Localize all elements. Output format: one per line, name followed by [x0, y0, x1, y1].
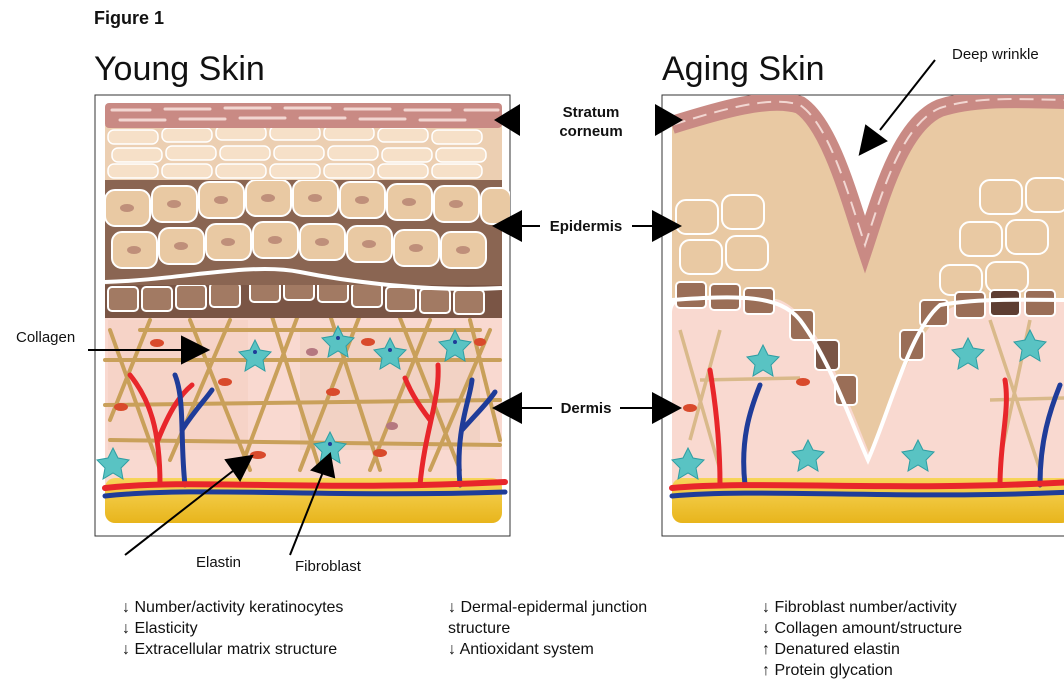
epidermis-label: Epidermis [538, 217, 634, 236]
notes-column-3: ↓ Fibroblast number/activity ↓ Collagen … [762, 597, 962, 681]
young-skin-panel [95, 95, 511, 536]
note-item: structure [448, 618, 647, 639]
note-item: ↓ Collagen amount/structure [762, 618, 962, 639]
deep-wrinkle-label: Deep wrinkle [952, 46, 1039, 63]
note-item: ↑ Denatured elastin [762, 639, 962, 660]
note-item: ↓ Antioxidant system [448, 639, 647, 660]
collagen-label: Collagen [16, 329, 75, 346]
fibroblast-label: Fibroblast [295, 558, 361, 575]
note-item: ↓ Dermal-epidermal junction [448, 597, 647, 618]
note-item: ↑ Protein glycation [762, 660, 962, 681]
elastin-label: Elastin [196, 554, 241, 571]
note-item: ↓ Elasticity [122, 618, 343, 639]
stratum-corneum-label: Stratum corneum [528, 103, 654, 141]
note-item: ↓ Number/activity keratinocytes [122, 597, 343, 618]
note-item: ↓ Fibroblast number/activity [762, 597, 962, 618]
note-item: ↓ Extracellular matrix structure [122, 639, 343, 660]
layer-arrows [492, 104, 683, 424]
notes-column-1: ↓ Number/activity keratinocytes ↓ Elasti… [122, 597, 343, 660]
aging-skin-panel [662, 95, 1064, 536]
dermis-label: Dermis [550, 399, 622, 418]
notes-column-2: ↓ Dermal-epidermal junction structure ↓ … [448, 597, 647, 660]
